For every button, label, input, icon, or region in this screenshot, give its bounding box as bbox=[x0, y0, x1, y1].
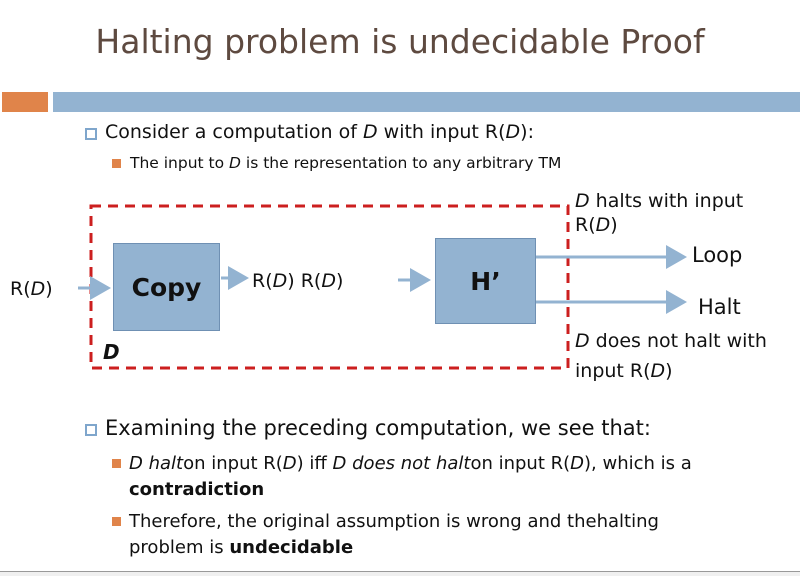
slide-title: Halting problem is undecidable Proof bbox=[95, 22, 705, 61]
accent-bar-blue bbox=[53, 92, 800, 112]
sub-bullet-contradiction: D halton input R(D) iff D does not halto… bbox=[129, 453, 692, 500]
bullet-examining: Examining the preceding computation, we … bbox=[105, 416, 651, 440]
machine-d-label: D bbox=[103, 340, 120, 364]
sub-bullet-icon bbox=[112, 459, 121, 468]
sub-bullet-icon bbox=[112, 517, 121, 526]
accent-bar-orange bbox=[2, 92, 48, 112]
sub-bullet-conclusion: Therefore, the original assumption is wr… bbox=[129, 511, 659, 558]
copy-output-label: R(D) R(D) bbox=[252, 270, 344, 292]
halt-label: Halt bbox=[698, 295, 741, 319]
bullet-consider: Consider a computation of D with input R… bbox=[105, 121, 534, 143]
input-label: R(D) bbox=[10, 278, 53, 300]
bottom-divider bbox=[0, 571, 800, 572]
sub-bullet-input: The input to D is the representation to … bbox=[130, 154, 562, 172]
bottom-strip bbox=[0, 572, 800, 576]
h-prime-box: H’ bbox=[435, 238, 536, 324]
sub-bullet-icon bbox=[112, 159, 121, 168]
copy-box: Copy bbox=[113, 243, 220, 331]
bullet-square-icon bbox=[85, 424, 97, 436]
bullet-square-icon bbox=[85, 128, 97, 140]
loop-label: Loop bbox=[692, 243, 743, 267]
